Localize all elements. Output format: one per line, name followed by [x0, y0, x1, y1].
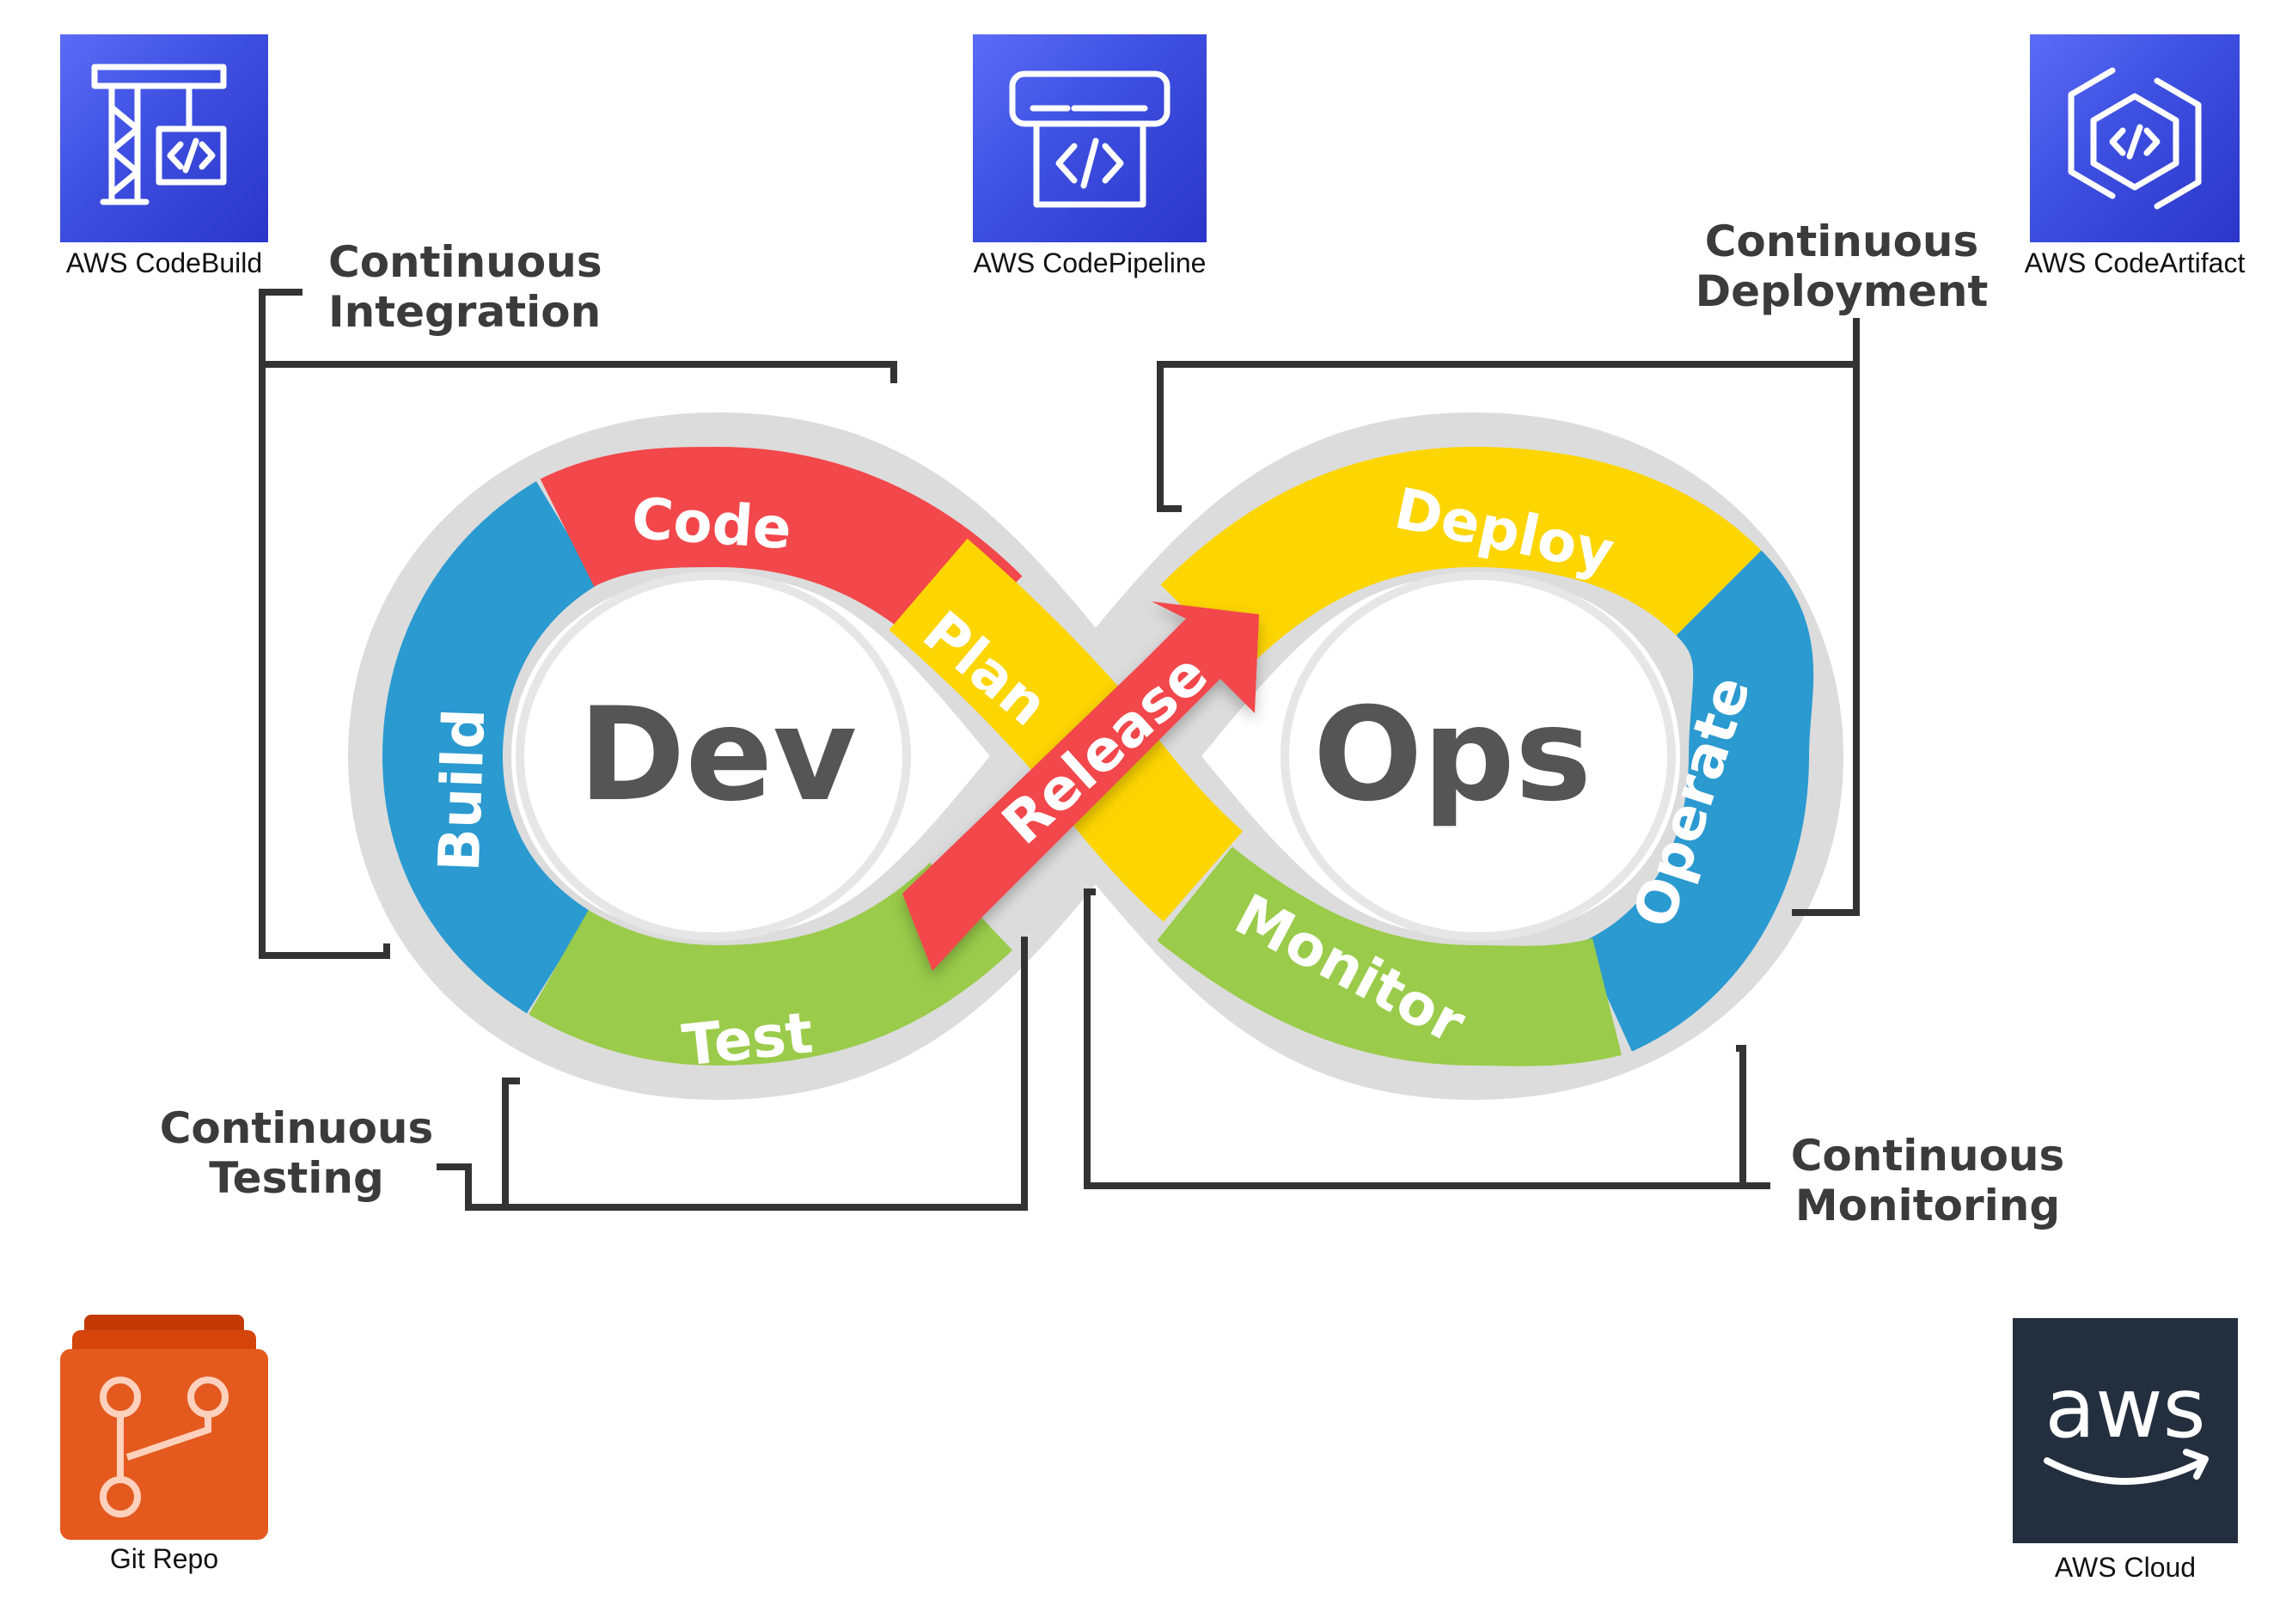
- dev-title: Dev: [578, 681, 857, 830]
- ops-title: Ops: [1313, 681, 1592, 830]
- segment-deploy: [1160, 446, 1762, 670]
- deployment-label-2: Deployment: [1696, 266, 1989, 316]
- dev-hole: [516, 571, 911, 941]
- awscloud-node: aws AWS Cloud: [2013, 1318, 2238, 1583]
- stage-test: Test: [679, 999, 816, 1078]
- ops-lobe: [1061, 446, 1814, 1066]
- segment-plan: [889, 538, 1138, 786]
- aws-logo-text: aws: [2045, 1360, 2205, 1456]
- codebuild-tile: [60, 34, 268, 242]
- codebuild-label: AWS CodeBuild: [65, 247, 263, 278]
- integration-bracket-top: [262, 361, 897, 383]
- stage-build: Build: [426, 707, 498, 872]
- ops-hole: [1281, 571, 1676, 941]
- testing-label-2: Testing: [209, 1153, 384, 1203]
- codepipeline-label: AWS CodePipeline: [973, 247, 1207, 278]
- monitoring-bracket: [1084, 888, 1770, 1189]
- segment-code: [540, 446, 1023, 662]
- crane-icon: [91, 64, 227, 205]
- codepipeline-node: AWS CodePipeline: [973, 34, 1207, 278]
- release-arrow: [902, 601, 1259, 971]
- git-branch-icon: [60, 1315, 268, 1540]
- testing-label-1: Continuous: [160, 1103, 434, 1153]
- stage-code: Code: [630, 485, 794, 563]
- gitrepo-label: Git Repo: [109, 1543, 219, 1574]
- integration-label-2: Integration: [328, 287, 601, 337]
- integration-bracket: [259, 289, 390, 959]
- pipeline-icon: [1009, 70, 1171, 208]
- monitoring-hook: [1736, 1045, 1746, 1186]
- awscloud-tile: aws: [2013, 1318, 2238, 1543]
- monitoring-label-2: Monitoring: [1795, 1181, 2060, 1230]
- testing-hook: [437, 1163, 505, 1211]
- codeartifact-node: AWS CodeArtifact: [2025, 34, 2245, 278]
- codeartifact-label: AWS CodeArtifact: [2024, 247, 2246, 278]
- segment-test: [529, 862, 1013, 1066]
- segment-ops-yellow: [1061, 736, 1244, 922]
- phase-brackets: [259, 289, 1860, 1211]
- monitoring-label-1: Continuous: [1791, 1131, 2065, 1181]
- aws-logo-icon: aws: [2044, 1360, 2209, 1485]
- codepipeline-tile: [973, 34, 1207, 242]
- gitrepo-node: Git Repo: [60, 1315, 268, 1574]
- codebuild-node: AWS CodeBuild: [60, 34, 268, 278]
- segment-monitor: [1157, 846, 1622, 1066]
- awscloud-label: AWS Cloud: [2054, 1552, 2197, 1583]
- gitrepo-tile: [60, 1315, 268, 1540]
- deployment-label-1: Continuous: [1705, 217, 1979, 266]
- codeartifact-tile: [2030, 34, 2240, 242]
- dev-lobe: [382, 446, 1138, 1066]
- segment-operate: [1580, 550, 1814, 1052]
- integration-label-1: Continuous: [328, 237, 602, 287]
- deployment-bracket: [1157, 361, 1860, 916]
- segment-build: [382, 480, 600, 1014]
- artifact-icon: [2068, 67, 2202, 210]
